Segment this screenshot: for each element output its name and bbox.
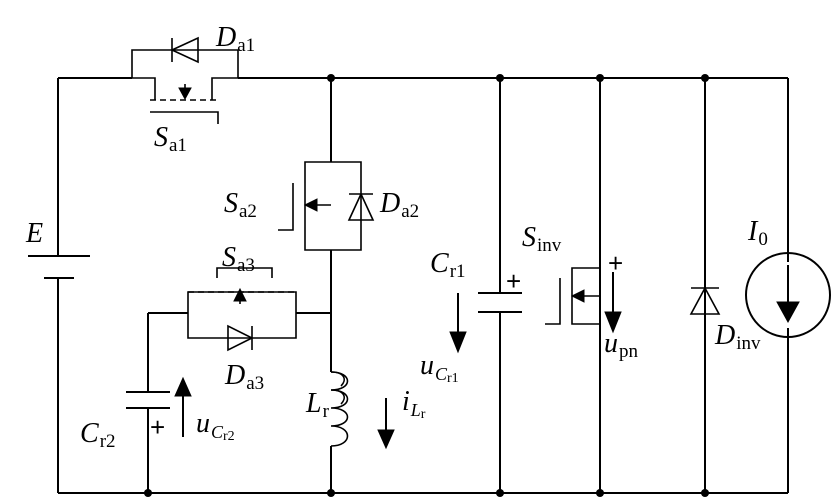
label-dinv: Dinv <box>714 320 761 354</box>
switch-sinv <box>545 267 600 325</box>
svg-text:upn: upn <box>604 328 639 362</box>
switch-sa2 <box>278 161 362 251</box>
svg-text:Sa1: Sa1 <box>154 122 187 156</box>
label-ilr: iLr <box>402 386 426 422</box>
switch-sa1 <box>131 49 239 124</box>
svg-text:E: E <box>25 218 43 249</box>
label-sa1: Sa1 <box>154 122 187 156</box>
wires <box>57 77 789 494</box>
svg-text:Sinv: Sinv <box>522 222 562 256</box>
label-sinv: Sinv <box>522 222 562 256</box>
diode-dinv <box>689 286 721 315</box>
label-ucr2: uCr2 <box>196 408 235 444</box>
ucr2-arrow <box>174 376 192 437</box>
svg-text:uCr2: uCr2 <box>196 408 235 444</box>
diode-da2 <box>347 192 375 221</box>
svg-text:iLr: iLr <box>402 386 426 422</box>
diode-da1 <box>170 36 199 64</box>
label-cr1: Cr1 <box>430 248 466 282</box>
svg-text:Da1: Da1 <box>215 22 255 56</box>
label-da3: Da3 <box>224 360 264 394</box>
capacitor-cr1 <box>478 292 522 313</box>
capacitor-cr2 <box>126 391 170 409</box>
upn-arrow <box>604 272 622 334</box>
label-da2: Da2 <box>379 188 419 222</box>
svg-text:Lr: Lr <box>305 388 330 422</box>
label-cr1-plus: + <box>506 266 521 296</box>
svg-text:Da3: Da3 <box>224 360 264 394</box>
svg-text:Cr1: Cr1 <box>430 248 466 282</box>
label-ucr1: uCr1 <box>420 350 459 386</box>
junction-dots <box>144 74 709 497</box>
current-source-i0 <box>745 252 831 338</box>
svg-text:Cr2: Cr2 <box>80 418 116 452</box>
label-upn: upn <box>604 328 639 362</box>
svg-text:uCr1: uCr1 <box>420 350 459 386</box>
diode-da3 <box>227 324 254 352</box>
ucr1-arrow <box>449 293 467 354</box>
svg-text:+: + <box>608 248 623 278</box>
svg-text:Dinv: Dinv <box>714 320 761 354</box>
svg-text:Sa3: Sa3 <box>222 242 255 276</box>
battery-e <box>28 255 90 279</box>
svg-text:I0: I0 <box>747 216 768 250</box>
label-sinv-plus: + <box>608 248 623 278</box>
svg-text:+: + <box>506 266 521 296</box>
label-da1: Da1 <box>215 22 255 56</box>
label-e: E <box>25 218 43 249</box>
label-sa2: Sa2 <box>224 188 257 222</box>
label-i0: I0 <box>747 216 768 250</box>
svg-text:Da2: Da2 <box>379 188 419 222</box>
svg-text:Sa2: Sa2 <box>224 188 257 222</box>
label-cr2: Cr2 <box>80 418 116 452</box>
inductor-lr <box>330 371 349 447</box>
label-sa3: Sa3 <box>222 242 255 276</box>
switch-sa3 <box>187 267 297 339</box>
label-cr2-plus: + <box>150 412 165 442</box>
label-lr: Lr <box>305 388 330 422</box>
svg-text:+: + <box>150 412 165 442</box>
ilr-arrow <box>377 398 395 450</box>
